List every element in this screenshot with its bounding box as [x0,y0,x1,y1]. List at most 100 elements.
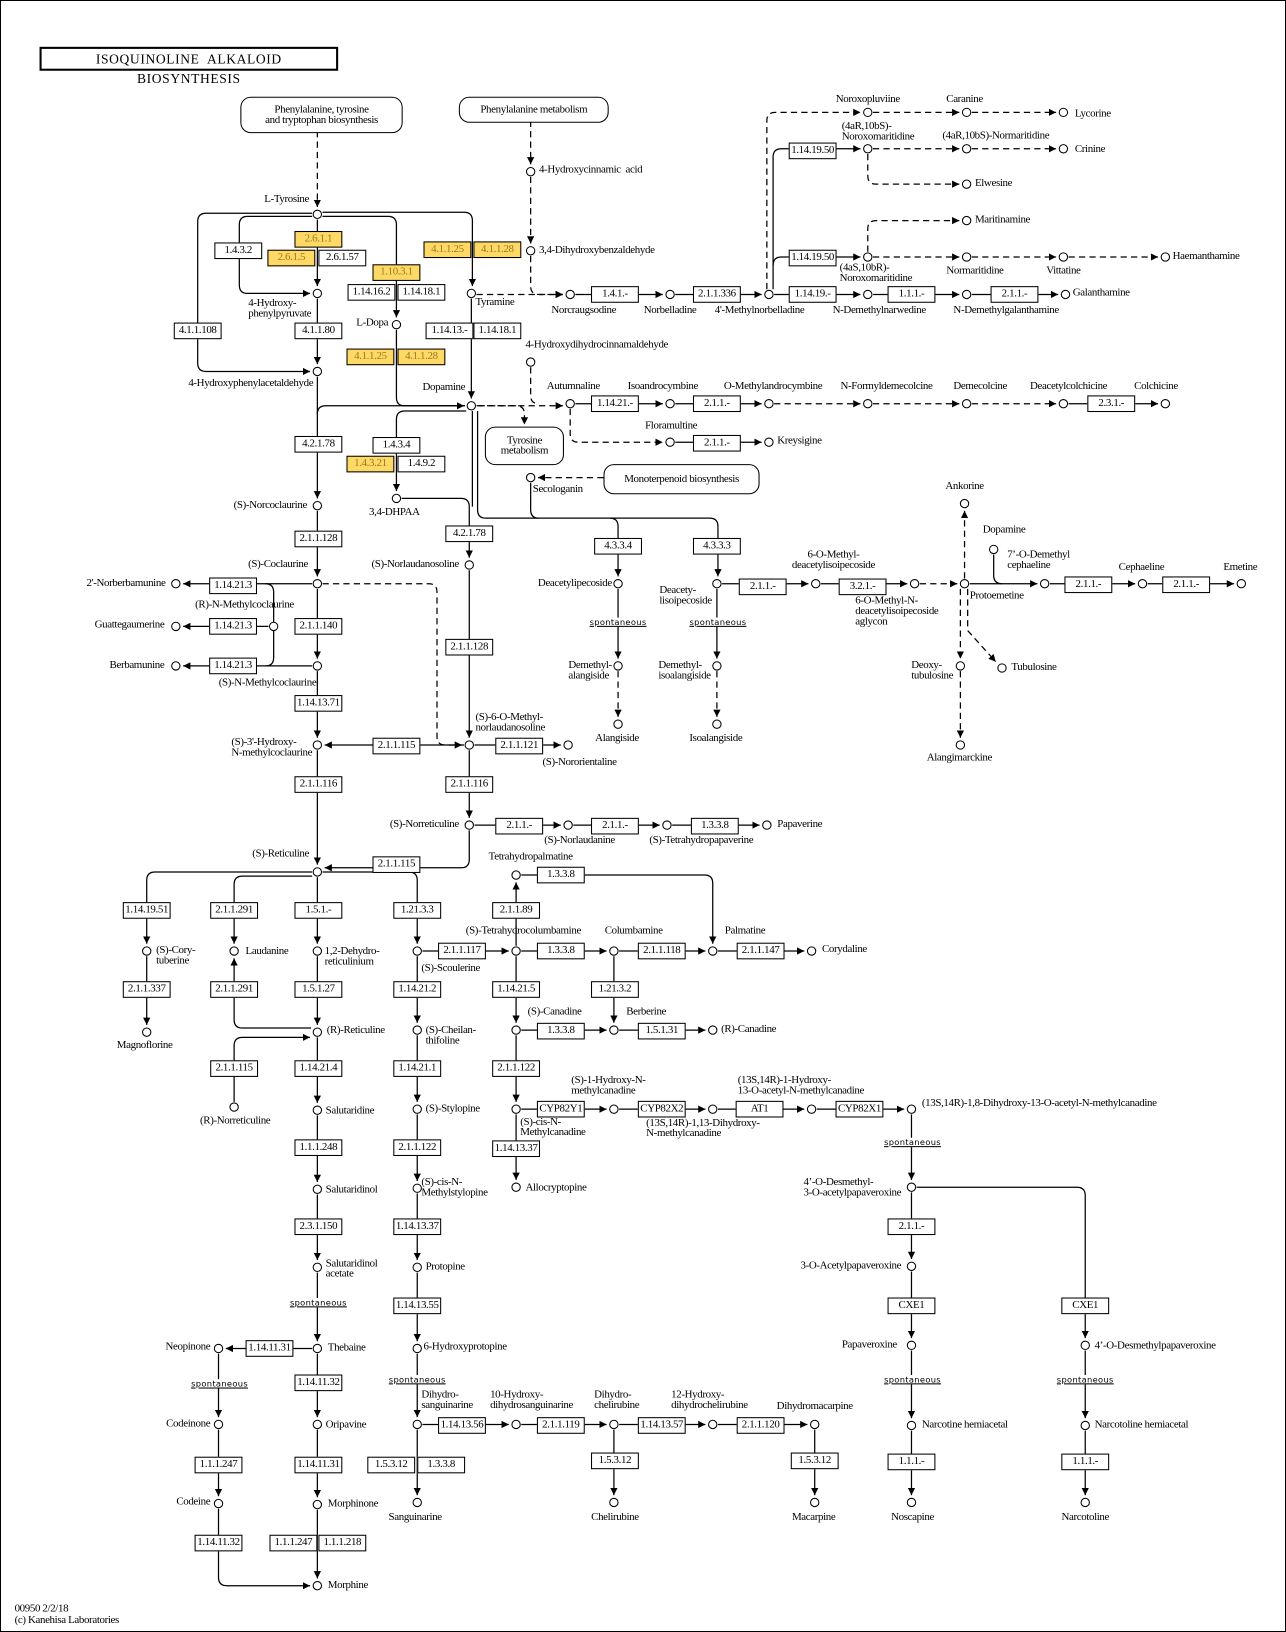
compound-label[interactable]: Isoalangiside [689,732,743,744]
enzyme-box[interactable]: 1.14.16.2 [347,284,396,301]
compound-node[interactable] [810,1419,820,1430]
compound-label[interactable]: Narcotoline [1061,1511,1110,1524]
compound-node[interactable] [312,1027,323,1037]
compound-node[interactable] [525,472,536,483]
enzyme-box[interactable]: 2.1.1.- [887,1218,936,1236]
enzyme-box[interactable]: 1.5.1.27 [294,981,343,998]
compound-node[interactable] [810,1497,820,1508]
enzyme-box[interactable]: 1.14.21.4 [294,1060,343,1077]
enzyme-box[interactable]: 4.1.1.80 [294,322,343,340]
compound-node[interactable] [412,1104,422,1114]
enzyme-box[interactable]: 1.4.1.- [591,286,639,303]
compound-node[interactable] [1058,144,1069,154]
compound-label[interactable]: 4’-O-Desmethyl- 3-O-acetylpapaveroxine [803,1176,902,1199]
compound-label[interactable]: 3,4-Dihydroxybenzaldehyde [538,244,655,256]
compound-label[interactable]: Emetine [1223,561,1258,574]
compound-label[interactable]: Floramultine [645,420,698,432]
enzyme-box[interactable]: 2.3.1.150 [294,1218,343,1236]
enzyme-box[interactable]: 1.1.1.247 [194,1456,243,1474]
compound-node[interactable] [229,946,239,956]
compound-label[interactable]: Deacetylcolchicine [1030,380,1108,393]
enzyme-box[interactable]: AT1 [735,1100,784,1118]
compound-node[interactable] [171,579,181,589]
pathway-map-link[interactable]: Tyrosine metabolism [484,426,564,466]
compound-label[interactable]: Colchicine [1134,380,1178,393]
enzyme-box[interactable]: 3.2.1.- [838,578,887,596]
compound-label[interactable]: Neopinone [165,1341,211,1353]
enzyme-box[interactable]: 2.1.1.116 [445,776,494,793]
compound-node[interactable] [1160,399,1171,409]
compound-label[interactable]: 10-Hydroxy- dihydrosanguinarine [490,1389,573,1411]
enzyme-box[interactable]: 1.3.3.8 [417,1456,466,1474]
enzyme-box[interactable]: 2.1.1.128 [294,530,343,548]
compound-label[interactable]: (4aS,10bR)- Noroxomaritidine [839,262,913,285]
enzyme-box[interactable]: 1.1.1.- [887,286,936,303]
compound-label[interactable]: 4’-O-Desmethylpapaveroxine [1094,1340,1216,1352]
pathway-map-link[interactable]: Monoterpenoid biosynthesis [603,464,760,495]
enzyme-box[interactable]: 2.1.1.- [692,434,741,452]
compound-label[interactable]: 2'-Norberbamunine [86,577,166,589]
compound-node[interactable] [312,661,323,671]
compound-node[interactable] [712,661,722,671]
compound-label[interactable]: Ankorine [945,480,984,493]
compound-node[interactable] [525,246,536,256]
compound-label[interactable]: Sanguinarine [388,1511,443,1524]
compound-node[interactable] [1058,107,1069,118]
compound-node[interactable] [764,437,774,447]
compound-label[interactable]: 1,2-Dehydro- reticulinium [324,945,380,968]
compound-node[interactable] [565,399,575,409]
compound-label[interactable]: Salutaridine [325,1105,375,1117]
compound-node[interactable] [665,399,675,409]
compound-label[interactable]: (S)-1-Hydroxy-N- methylcanadine [571,1074,646,1097]
compound-label[interactable]: Deoxy- tubulosine [911,659,954,682]
enzyme-box[interactable]: 1.14.13.37 [393,1218,442,1236]
compound-node[interactable] [171,661,181,671]
compound-node[interactable] [312,740,323,750]
enzyme-box[interactable]: 1.5.3.12 [367,1456,416,1474]
compound-label[interactable]: Noroxopluviine [835,93,900,106]
enzyme-box[interactable]: 1.14.11.32 [294,1374,343,1392]
compound-label[interactable]: Narcotoline hemiacetal [1094,1419,1189,1431]
compound-label[interactable]: (S)-Norlaudanosoline [371,558,459,571]
compound-node[interactable] [662,820,672,830]
enzyme-box[interactable]: 2.3.1.- [1087,395,1136,413]
compound-node[interactable] [863,144,873,154]
compound-node[interactable] [806,946,817,956]
compound-node[interactable] [955,661,966,671]
compound-node[interactable] [525,167,536,177]
compound-label[interactable]: 4'-Methylnorbelladine [714,304,805,317]
compound-node[interactable] [665,437,675,447]
compound-label[interactable]: (S)-Norreticuline [389,818,459,831]
compound-label[interactable]: (13S,14R)-1,8-Dihydroxy-13-O-acetyl-N-me… [921,1097,1157,1110]
compound-node[interactable] [959,579,970,589]
compound-label[interactable]: (S)-3'-Hydroxy- N-methylcoclaurine [231,736,313,759]
enzyme-box[interactable]: 2.1.1.- [990,286,1039,303]
compound-node[interactable] [1080,1420,1090,1431]
enzyme-box[interactable]: 1.3.3.8 [690,817,739,835]
compound-node[interactable] [961,215,972,226]
compound-label[interactable]: Codeinone [166,1418,211,1430]
enzyme-box[interactable]: 2.1.1.115 [372,737,421,755]
compound-label[interactable]: Chelirubine [591,1511,639,1524]
compound-node[interactable] [1039,579,1050,589]
compound-label[interactable]: Caranine [946,93,983,106]
compound-label[interactable]: L-Tyrosine [264,193,310,205]
compound-label[interactable]: Laudanine [245,945,289,958]
enzyme-box[interactable]: CYP82X1 [835,1100,884,1118]
compound-node[interactable] [811,579,821,589]
enzyme-box[interactable]: 1.14.13.57 [637,1417,686,1434]
enzyme-box[interactable]: 4.2.1.78 [445,525,494,543]
enzyme-box[interactable]: 2.1.1.119 [536,1417,585,1434]
compound-label[interactable]: Demethyl- isoalangiside [658,659,711,682]
enzyme-box[interactable]: 2.1.1.291 [210,902,259,919]
compound-label[interactable]: (13S,14R)-1-Hydroxy- 13-O-acetyl-N-methy… [737,1074,865,1097]
compound-node[interactable] [511,1104,521,1114]
enzyme-box[interactable]: 4.1.1.25 [346,348,395,366]
compound-node[interactable] [863,399,873,409]
compound-node[interactable] [1058,252,1069,262]
compound-node[interactable] [955,740,966,750]
compound-node[interactable] [142,946,152,956]
compound-label[interactable]: Macarpine [791,1511,836,1524]
compound-node[interactable] [961,289,972,300]
compound-node[interactable] [412,1419,422,1430]
